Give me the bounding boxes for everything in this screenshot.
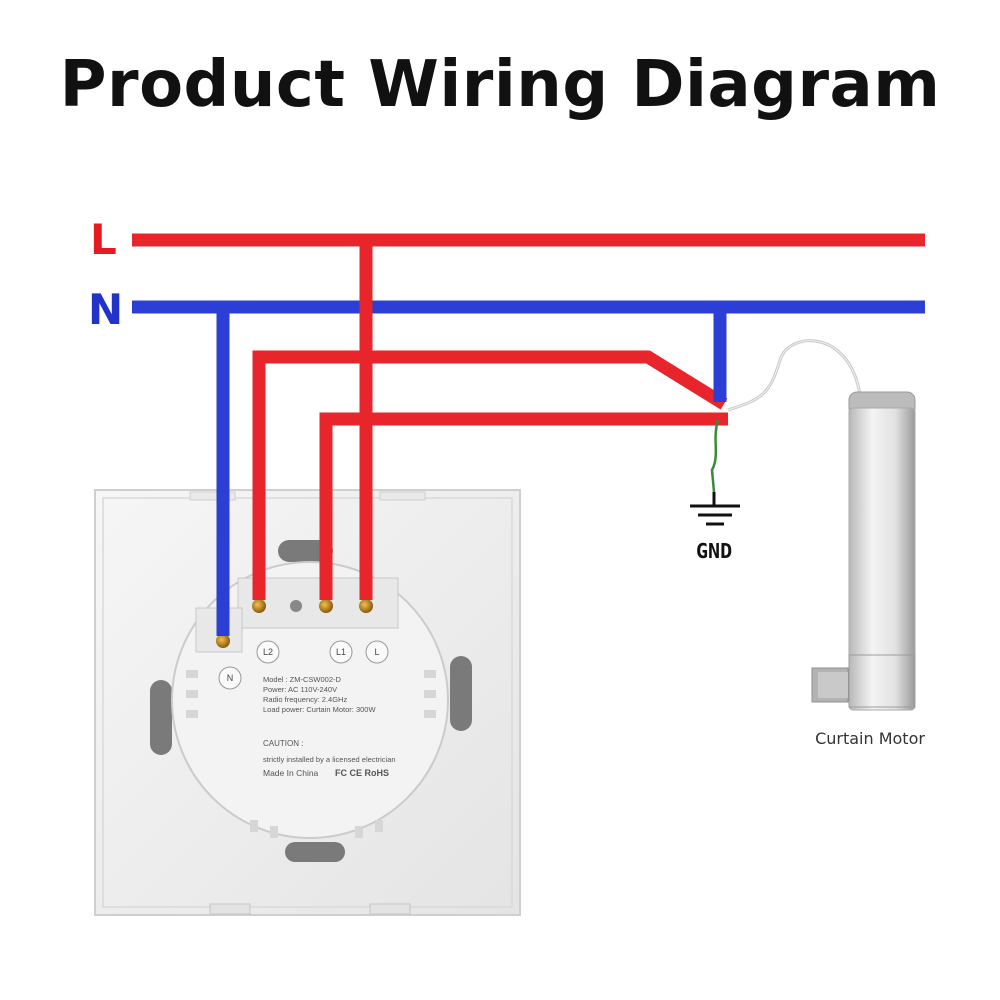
terminal-label-l2: L2	[263, 647, 273, 657]
made-in-text: Made In China	[263, 768, 319, 778]
screw-l1	[319, 599, 333, 613]
cert-marks: FC CE RoHS	[335, 768, 389, 778]
screw-l2	[252, 599, 266, 613]
power-text: Power: AC 110V-240V	[263, 685, 337, 694]
mount-slot-top	[278, 540, 333, 562]
l2-to-motor-wire	[252, 350, 728, 600]
l1-to-motor-wire	[319, 412, 728, 600]
terminal-labels: N L2 L1 L	[218, 640, 389, 690]
motor-bottom-band	[848, 654, 916, 708]
page-title: Product Wiring Diagram	[59, 48, 941, 122]
terminal-label-l: L	[374, 647, 379, 657]
bottom-clip-right	[369, 903, 411, 915]
mount-slot-right	[450, 656, 472, 731]
motor-body	[848, 407, 916, 711]
motor-cable-highlight	[727, 340, 861, 411]
terminal-label-n: N	[227, 673, 234, 683]
ground-label: GND	[696, 539, 732, 563]
switch-label-text: Model : ZM-CSW002-D Power: AC 110V-240V …	[263, 675, 396, 778]
motor-cable	[727, 339, 862, 412]
load-text: Load power: Curtain Motor: 300W	[263, 705, 376, 714]
terminal-label-l1: L1	[336, 647, 346, 657]
radio-text: Radio frequency: 2.4GHz	[263, 695, 347, 704]
neutral-label: N	[88, 285, 123, 334]
ground-symbol	[690, 492, 740, 526]
model-text: Model : ZM-CSW002-D	[263, 675, 342, 684]
bottom-clip-left	[209, 903, 251, 915]
ground-wire	[710, 419, 720, 493]
mount-slot-left	[150, 680, 172, 755]
caution-text: strictly installed by a licensed electri…	[263, 755, 396, 764]
curtain-motor	[811, 391, 916, 711]
screw-n	[216, 634, 230, 648]
switch-plate-inner	[102, 497, 513, 908]
screw-l	[359, 599, 373, 613]
wires	[132, 233, 925, 636]
motor-caption: Curtain Motor	[815, 729, 925, 748]
live-label: L	[90, 215, 117, 264]
wall-switch: N L2 L1 L Model : ZM-CSW002-D Power: AC …	[94, 489, 521, 916]
caution-title: CAUTION :	[263, 739, 303, 748]
mount-slot-bottom	[285, 842, 345, 862]
